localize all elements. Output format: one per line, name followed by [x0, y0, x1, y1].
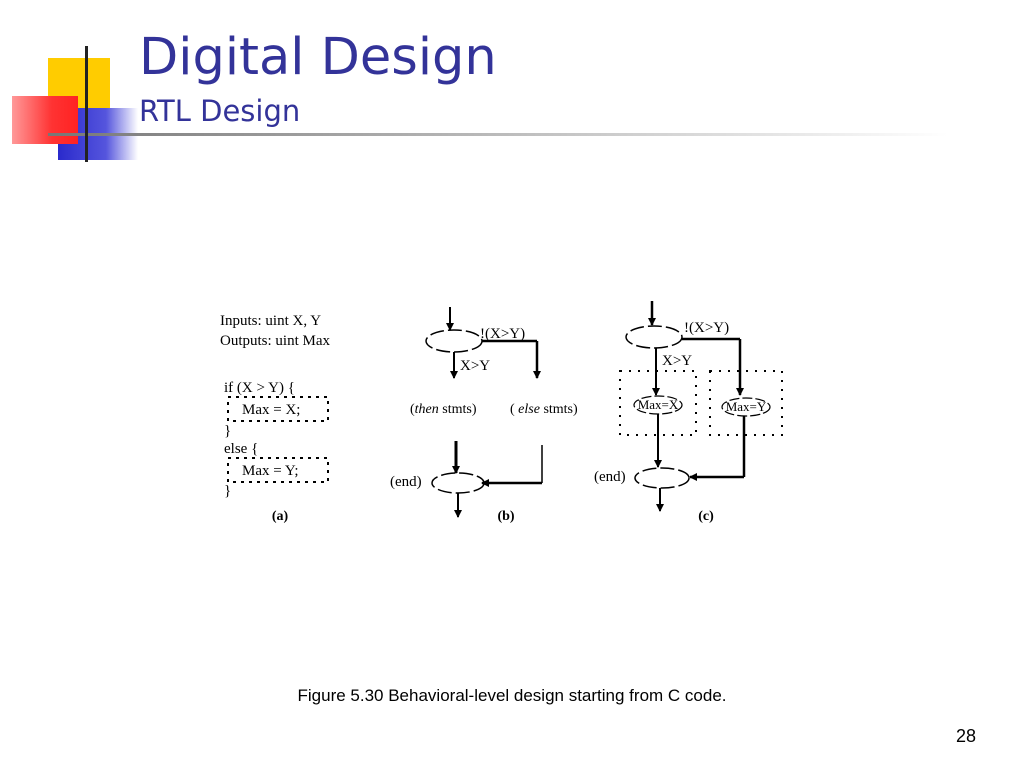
c-then-box: [619, 370, 697, 436]
b-cond-label: X>Y: [460, 358, 490, 374]
panel-c-label: (c): [698, 509, 714, 524]
then-stmt-box: [227, 396, 329, 422]
header-decoration: [12, 46, 948, 162]
vertical-bar: [85, 46, 88, 162]
else-stmt: Max = Y;: [242, 463, 299, 479]
page-title: Digital Design: [139, 28, 497, 87]
page-subtitle: RTL Design: [139, 94, 301, 128]
c-assign-y-node: [721, 397, 771, 417]
panel-b-label: (b): [497, 509, 514, 524]
close-brace-1: }: [224, 423, 231, 439]
close-brace-2: }: [224, 483, 231, 499]
c-else-box: [709, 370, 783, 436]
c-cond-label: X>Y: [662, 353, 692, 369]
panel-a-label: (a): [272, 509, 289, 524]
figure-diagram: Inputs: uint X, Y Outputs: uint Max if (…: [220, 301, 783, 524]
c-not-cond-label: !(X>Y): [684, 320, 729, 336]
inputs-line: Inputs: uint X, Y: [220, 313, 321, 329]
figure-caption: Figure 5.30 Behavioral-level design star…: [297, 686, 727, 705]
panel-c-flow: [619, 301, 783, 512]
c-assign-x-label: Max=X: [638, 397, 679, 412]
red-square: [12, 96, 78, 144]
else-stmt-box: [227, 457, 329, 483]
c-merge-node: [634, 467, 690, 489]
c-end-label: (end): [594, 469, 626, 485]
outputs-line: Outputs: uint Max: [220, 333, 331, 349]
panel-b-flow: [425, 307, 543, 518]
header-rule: [48, 133, 948, 136]
c-decision-node: [625, 325, 683, 349]
b-else-stmts: ( else stmts): [510, 402, 578, 417]
b-then-stmts: (then stmts): [410, 402, 477, 417]
if-line: if (X > Y) {: [224, 380, 295, 396]
page-number: 28: [955, 726, 976, 746]
b-end-label: (end): [390, 474, 422, 490]
else-line: else {: [224, 441, 258, 457]
then-stmt: Max = X;: [242, 402, 300, 418]
b-merge-node: [431, 472, 485, 494]
b-decision-node: [425, 329, 483, 353]
panel-a-code: Inputs: uint X, Y Outputs: uint Max if (…: [220, 313, 331, 524]
b-not-cond-label: !(X>Y): [480, 326, 525, 342]
c-assign-y-label: Max=Y: [726, 399, 767, 414]
